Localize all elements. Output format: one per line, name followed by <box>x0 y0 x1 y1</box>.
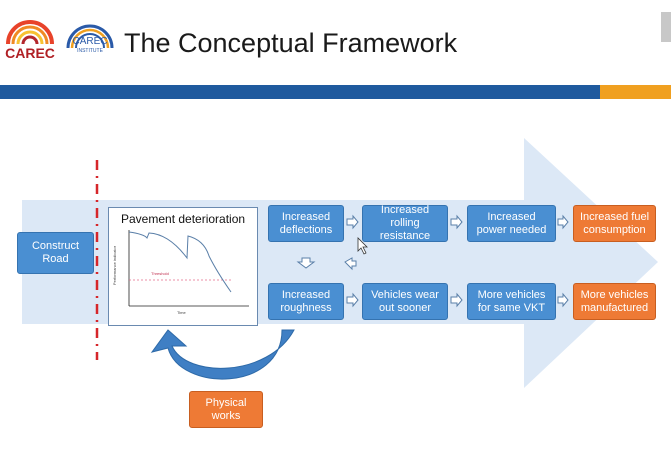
carec-institute-logo-subtext: INSTITUTE <box>77 48 103 54</box>
increased-roughness-box: Increased roughness <box>268 283 344 320</box>
panel-xlabel: Time <box>177 310 186 315</box>
pavement-deterioration-panel: Pavement deterioration Threshold Time Pe… <box>108 207 258 326</box>
header-bar-orange <box>600 85 671 99</box>
arrow-right-icon <box>557 292 569 308</box>
more-vehicles-manufactured-box: More vehicles manufactured <box>573 283 656 320</box>
arrow-right-icon <box>557 214 569 230</box>
header-bar-blue <box>0 85 600 99</box>
deterioration-curve-plot <box>128 230 249 307</box>
mouse-cursor-icon <box>357 237 368 255</box>
arrow-diagonal-icon <box>344 257 357 271</box>
sunburst-icon <box>6 20 54 45</box>
vehicles-wear-out-box: Vehicles wear out sooner <box>362 283 448 320</box>
globe-arc-icon <box>66 24 114 49</box>
panel-threshold-label: Threshold <box>151 271 169 276</box>
scroll-handle[interactable] <box>661 12 671 42</box>
carec-logo: CAREC <box>5 20 55 61</box>
construct-road-box: Construct Road <box>17 232 94 274</box>
increased-fuel-consumption-box: Increased fuel consumption <box>573 205 656 242</box>
deterioration-curve <box>128 231 232 293</box>
more-vehicles-same-vkt-box: More vehicles for same VKT <box>467 283 556 320</box>
arrow-right-icon <box>346 214 359 230</box>
page-title: The Conceptual Framework <box>124 28 458 58</box>
arrow-down-icon <box>296 257 316 269</box>
increased-deflections-box: Increased deflections <box>268 205 344 242</box>
carec-logo-text: CAREC <box>5 45 55 61</box>
arrow-right-icon <box>450 292 463 308</box>
arrow-right-icon <box>450 214 463 230</box>
arrow-right-icon <box>346 292 359 308</box>
carec-institute-logo: CAREC INSTITUTE <box>66 24 114 54</box>
carec-institute-logo-text: CAREC <box>72 36 107 47</box>
increased-power-needed-box: Increased power needed <box>467 205 556 242</box>
physical-works-box: Physical works <box>189 391 263 428</box>
increased-rolling-resistance-box: Increased rolling resistance <box>362 204 448 242</box>
panel-title: Pavement deterioration <box>121 212 246 226</box>
curved-feedback-arrow <box>150 329 295 380</box>
